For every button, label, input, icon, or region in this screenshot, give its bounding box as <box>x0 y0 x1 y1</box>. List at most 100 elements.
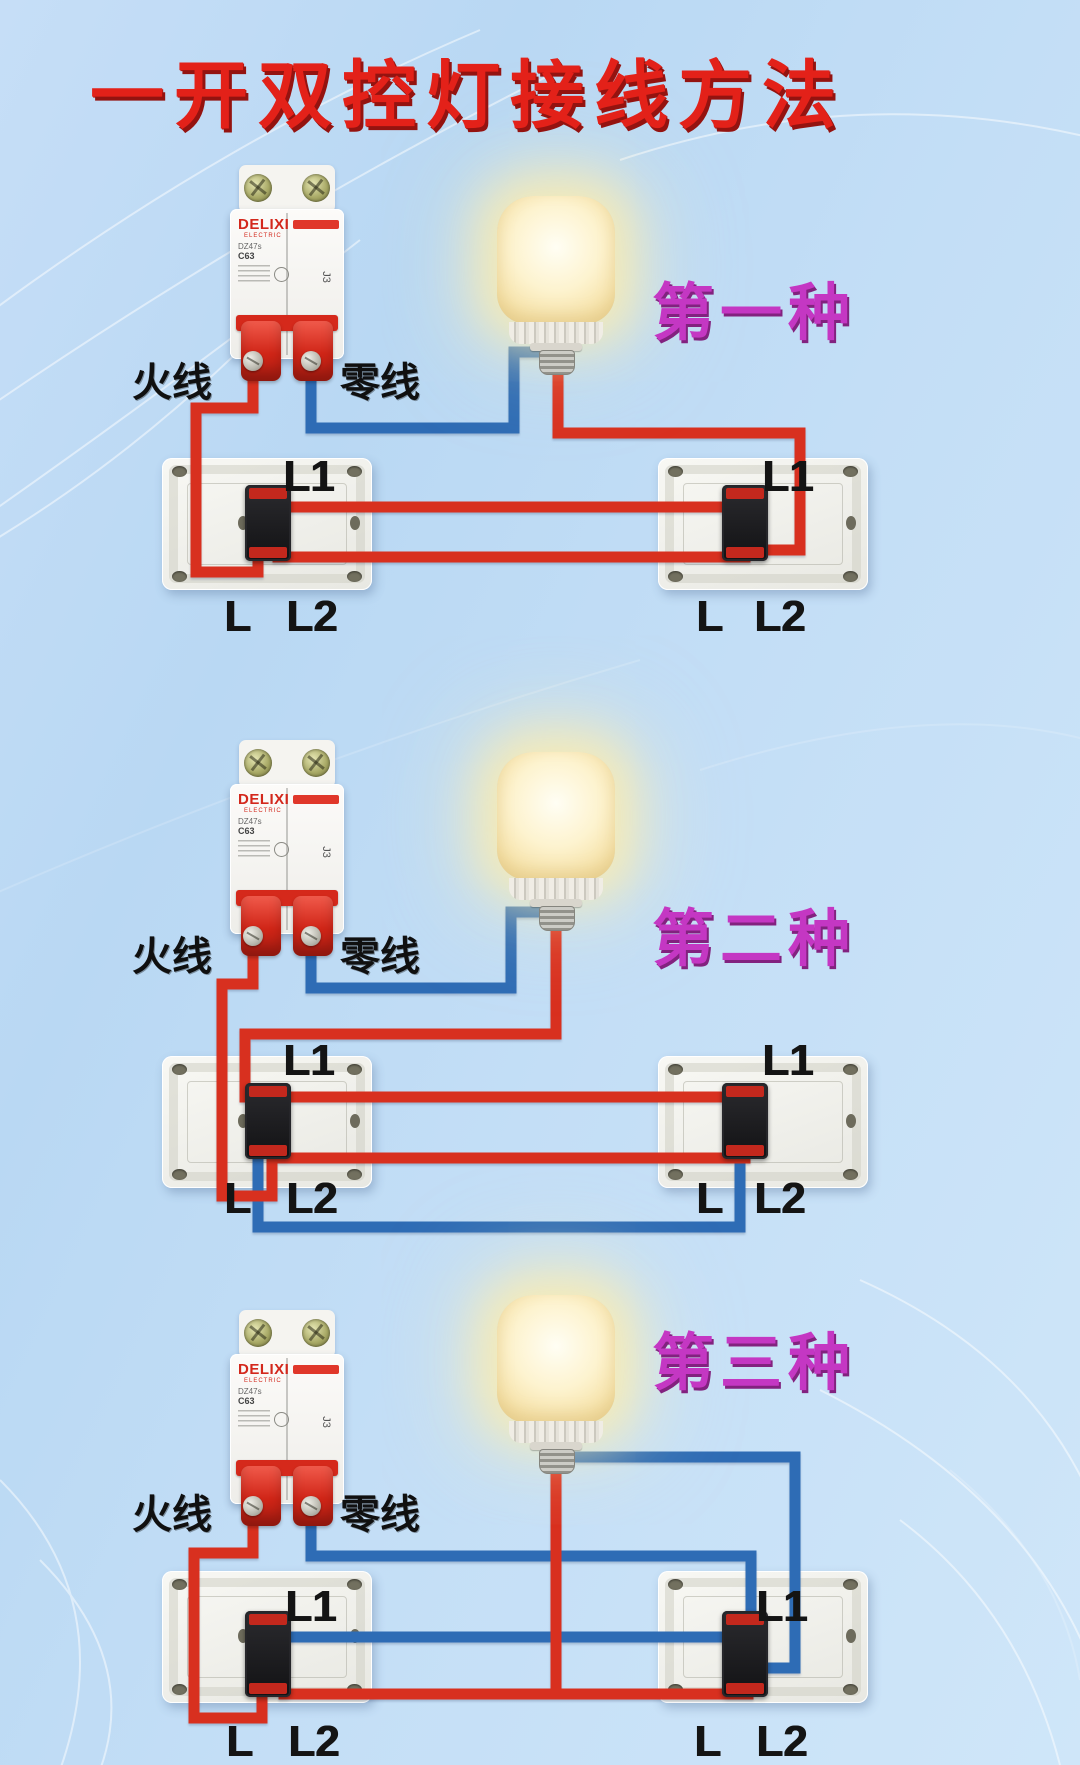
plate-screw-icon <box>668 466 683 477</box>
terminal-label-l1: L1 <box>756 1582 808 1631</box>
breaker-terminal-live <box>243 351 263 371</box>
breaker-body: DELIXI ELECTRIC DZ47s C63 J3 <box>230 784 344 956</box>
plate-screw-icon <box>347 1064 362 1075</box>
breaker-body: DELIXI ELECTRIC DZ47s C63 J3 <box>230 1354 344 1526</box>
breaker-body: DELIXI ELECTRIC DZ47s C63 J3 <box>230 209 344 381</box>
terminal-label-l: L <box>696 1174 723 1223</box>
breaker-series: ELECTRIC <box>244 1378 282 1384</box>
terminal-label-l2: L2 <box>286 592 338 641</box>
breaker-spec-lines <box>238 840 270 860</box>
bulb-collar <box>530 899 582 907</box>
breaker-seam <box>286 1358 288 1500</box>
breaker-terminal-neutral <box>301 1496 321 1516</box>
plate-screw-icon <box>172 571 187 582</box>
bulb-collar <box>530 1442 582 1450</box>
breaker-model: DZ47s <box>238 1387 262 1396</box>
neutral-wire-label: 零线 <box>340 935 420 979</box>
breaker-screw-icon <box>244 749 272 777</box>
terminal-label-l2: L2 <box>756 1717 808 1765</box>
plate-screw-icon <box>347 1579 362 1590</box>
bulb-dome <box>497 1295 615 1423</box>
plate-screw-icon <box>172 1064 187 1075</box>
plate-hole-icon <box>846 516 856 530</box>
breaker-red-stripe <box>293 1365 339 1374</box>
breaker-series: ELECTRIC <box>244 233 282 239</box>
switch-mechanism <box>245 1083 291 1159</box>
bulb-collar <box>530 343 582 351</box>
breaker-rating: C63 <box>238 251 255 261</box>
plate-screw-icon <box>843 571 858 582</box>
plate-screw-icon <box>668 571 683 582</box>
led-bulb <box>497 196 615 376</box>
plate-hole-icon <box>846 1629 856 1643</box>
circuit-breaker: DELIXI ELECTRIC DZ47s C63 J3 <box>230 740 344 956</box>
bulb-ribs <box>509 878 603 900</box>
bulb-screw-base <box>539 1449 575 1474</box>
neutral-wire-label: 零线 <box>340 361 420 405</box>
breaker-screw-icon <box>302 1319 330 1347</box>
section-1-label: 第一种 <box>652 279 857 348</box>
breaker-screw-icon <box>302 174 330 202</box>
terminal-label-l: L <box>694 1717 721 1765</box>
terminal-label-l: L <box>696 592 723 641</box>
circuit-breaker: DELIXI ELECTRIC DZ47s C63 J3 <box>230 1310 344 1526</box>
terminal-label-l1: L1 <box>283 452 335 501</box>
switch-link-blue-s2 <box>252 1114 746 1233</box>
breaker-side-mark: J3 <box>320 271 333 283</box>
switch-mechanism <box>722 1611 768 1697</box>
live-wire-s1 <box>190 359 264 578</box>
breaker-brand: DELIXI <box>238 791 290 808</box>
breaker-red-stripe <box>293 795 339 804</box>
live-wire-s3 <box>188 1506 268 1724</box>
cert-mark-icon <box>274 267 289 282</box>
breaker-series: ELECTRIC <box>244 808 282 814</box>
breaker-handle[interactable] <box>241 896 281 956</box>
breaker-seam <box>286 213 288 355</box>
plate-screw-icon <box>843 1064 858 1075</box>
bulb-screw-base <box>539 350 575 375</box>
breaker-handle[interactable] <box>241 1466 281 1526</box>
plate-hole-icon <box>350 516 360 530</box>
breaker-terminal-neutral <box>301 926 321 946</box>
breaker-terminal-neutral <box>301 351 321 371</box>
plate-screw-icon <box>172 1684 187 1695</box>
breaker-spec-lines <box>238 1410 270 1430</box>
terminal-label-l1: L1 <box>762 452 814 501</box>
live-wire-label: 火线 <box>132 1493 212 1537</box>
switch-mechanism <box>245 1611 291 1697</box>
cert-mark-icon <box>274 842 289 857</box>
plate-screw-icon <box>843 1169 858 1180</box>
plate-screw-icon <box>668 1064 683 1075</box>
section-2-label: 第二种 <box>652 905 857 974</box>
led-bulb <box>497 752 615 932</box>
breaker-rating: C63 <box>238 826 255 836</box>
breaker-spec-lines <box>238 265 270 285</box>
cert-mark-icon <box>274 1412 289 1427</box>
terminal-label-l1: L1 <box>285 1582 337 1631</box>
breaker-terminal-live <box>243 1496 263 1516</box>
breaker-screw-icon <box>244 174 272 202</box>
plate-screw-icon <box>843 466 858 477</box>
breaker-brand: DELIXI <box>238 1361 290 1378</box>
live-wire-label: 火线 <box>132 935 212 979</box>
plate-screw-icon <box>843 1579 858 1590</box>
breaker-handle[interactable] <box>241 321 281 381</box>
led-bulb <box>497 1295 615 1475</box>
terminal-label-l2: L2 <box>288 1717 340 1765</box>
breaker-seam <box>286 788 288 930</box>
plate-screw-icon <box>347 466 362 477</box>
terminal-label-l1: L1 <box>762 1036 814 1085</box>
breaker-screw-icon <box>244 1319 272 1347</box>
plate-screw-icon <box>668 1169 683 1180</box>
terminal-label-l: L <box>226 1717 253 1765</box>
plate-screw-icon <box>172 466 187 477</box>
bulb-dome <box>497 196 615 324</box>
plate-hole-icon <box>350 1114 360 1128</box>
plate-screw-icon <box>347 571 362 582</box>
terminal-label-l: L <box>224 592 251 641</box>
breaker-model: DZ47s <box>238 817 262 826</box>
plate-screw-icon <box>172 1579 187 1590</box>
switch-mechanism <box>722 1083 768 1159</box>
